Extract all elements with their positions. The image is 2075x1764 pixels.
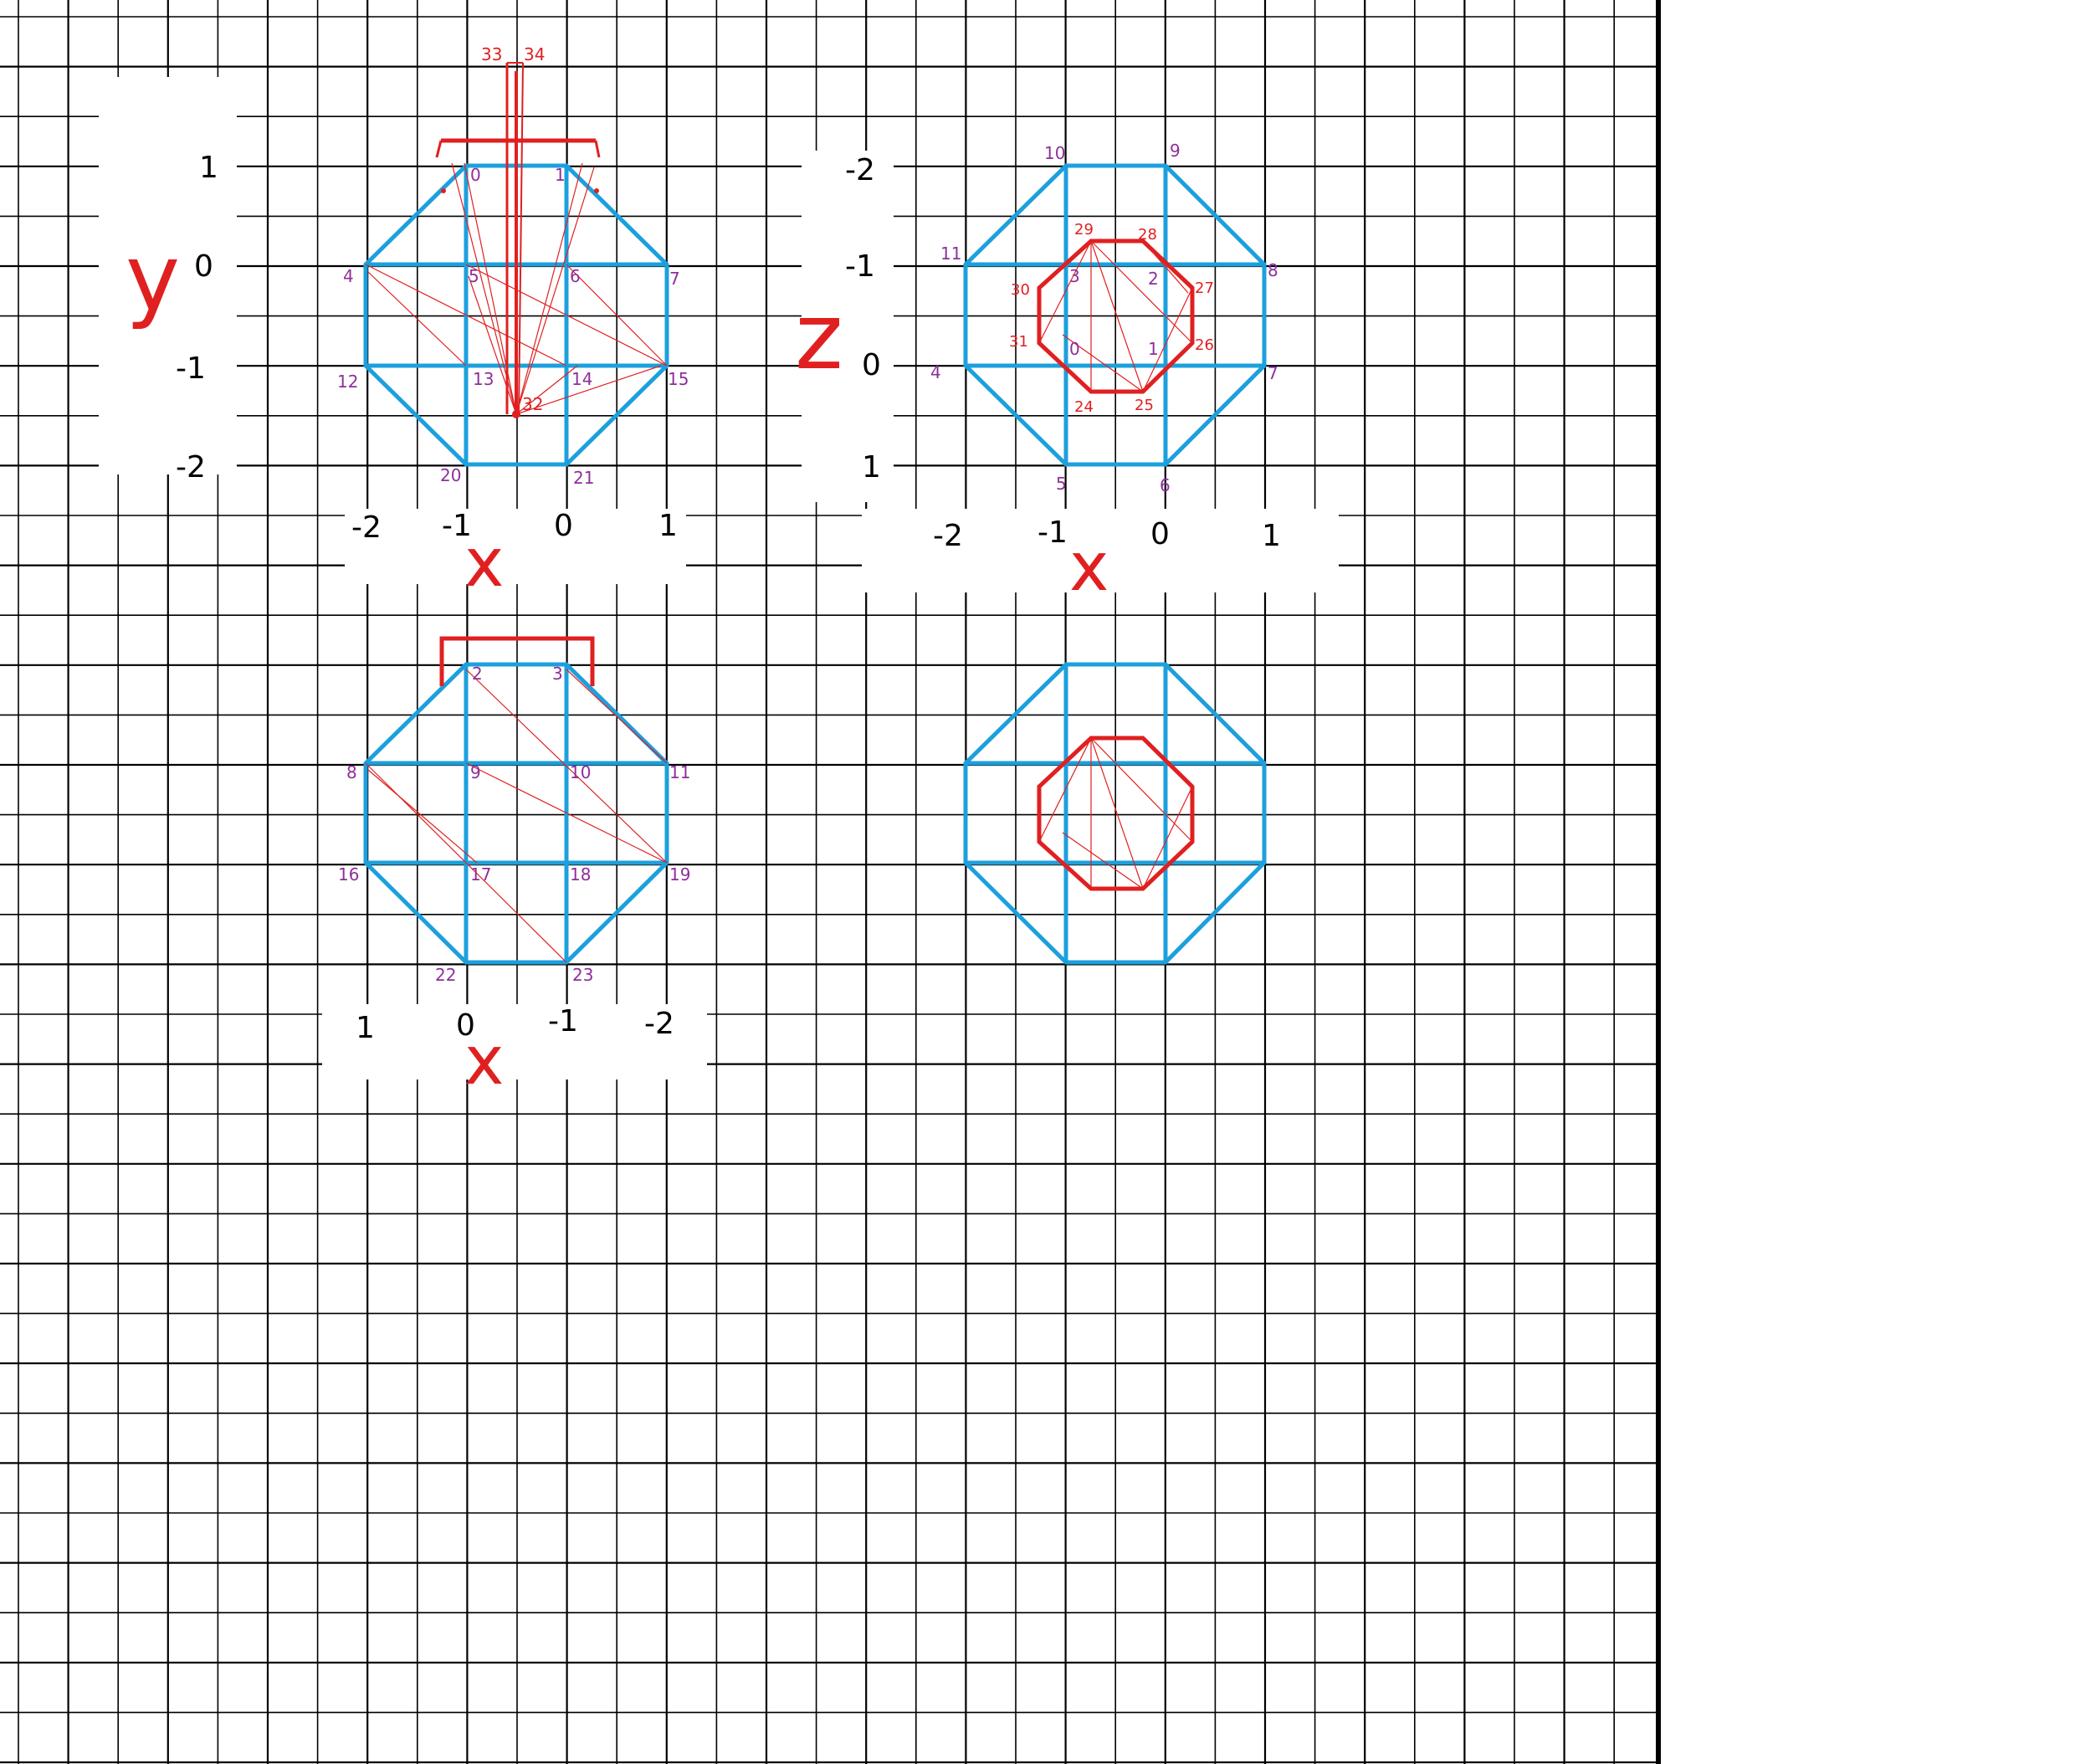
x-tick: 0 bbox=[456, 1008, 475, 1043]
vertex-label: 6 bbox=[570, 266, 581, 286]
vertex-label: 7 bbox=[669, 269, 680, 289]
red-label: 28 bbox=[1138, 226, 1157, 244]
vertex-label: 19 bbox=[669, 864, 690, 885]
vertex-label: 3 bbox=[552, 664, 563, 684]
red-construction bbox=[365, 636, 668, 963]
x-tick: -1 bbox=[548, 1004, 578, 1038]
vertex-label: 12 bbox=[337, 372, 358, 392]
y-tick: -1 bbox=[176, 351, 206, 386]
red-label: 32 bbox=[522, 394, 543, 414]
x-tick: -2 bbox=[351, 510, 382, 545]
red-label: 29 bbox=[1074, 221, 1094, 238]
vertex-labels: 2 3 8 9 10 11 16 17 18 19 22 23 bbox=[338, 664, 690, 985]
vertex-label: 6 bbox=[1160, 475, 1171, 495]
octagon-blue bbox=[963, 163, 1267, 467]
vertex-label: 2 bbox=[1148, 269, 1159, 289]
vertex-label: 1 bbox=[555, 165, 566, 185]
x-tick: 0 bbox=[1150, 517, 1170, 551]
panel-top-right: 10 9 11 8 4 7 5 6 3 2 0 1 29 28 30 27 31… bbox=[795, 141, 1281, 606]
vertex-labels: 10 9 11 8 4 7 5 6 3 2 0 1 bbox=[930, 141, 1278, 495]
vertex-label: 11 bbox=[669, 762, 690, 782]
axis-labels: 1 0 -1 -2 bbox=[356, 1004, 674, 1045]
x-tick: -2 bbox=[933, 519, 963, 553]
vertex-label: 7 bbox=[1268, 363, 1278, 383]
vertex-label: 14 bbox=[571, 369, 592, 389]
vertex-label: 10 bbox=[570, 762, 591, 782]
vertex-label: 1 bbox=[1148, 339, 1159, 359]
x-tick: 1 bbox=[658, 509, 678, 543]
vertex-label: 8 bbox=[346, 762, 357, 782]
vertex-label: 4 bbox=[343, 266, 354, 286]
red-construction bbox=[365, 62, 668, 418]
y-tick: 1 bbox=[862, 450, 881, 485]
red-label: 26 bbox=[1195, 336, 1214, 354]
vertex-label: 2 bbox=[472, 664, 483, 684]
vertex-label: 9 bbox=[470, 762, 481, 782]
panel-top-left: 0 1 4 5 6 7 12 13 14 15 20 21 33 34 32 1… bbox=[126, 44, 689, 602]
vertex-label: 13 bbox=[473, 369, 494, 389]
vertex-label: 4 bbox=[930, 362, 941, 382]
x-tick: 1 bbox=[356, 1011, 375, 1045]
axis-name-y: y bbox=[126, 224, 180, 331]
vertex-label: 16 bbox=[338, 864, 359, 885]
vertex-label: 18 bbox=[570, 864, 591, 885]
vertex-label: 5 bbox=[469, 266, 479, 286]
axis-name-z: z bbox=[795, 283, 843, 390]
x-tick: -1 bbox=[442, 509, 472, 543]
y-tick: 1 bbox=[199, 151, 218, 185]
red-label: 33 bbox=[481, 44, 502, 64]
vertex-label: 0 bbox=[470, 165, 481, 185]
y-tick: -2 bbox=[845, 153, 875, 187]
vertex-label: 10 bbox=[1044, 143, 1065, 163]
axis-labels: -2 -1 0 1 -2 -1 0 1 bbox=[845, 153, 1281, 553]
vertex-label: 11 bbox=[940, 244, 961, 264]
vertex-label: 3 bbox=[1069, 266, 1080, 286]
red-labels: 33 34 32 bbox=[481, 44, 545, 414]
axis-name-x: x bbox=[464, 524, 504, 602]
red-label: 31 bbox=[1009, 333, 1028, 351]
octagon-blue bbox=[363, 662, 669, 965]
vertex-label: 8 bbox=[1268, 260, 1278, 280]
y-tick: 0 bbox=[194, 249, 213, 284]
vertex-label: 20 bbox=[440, 465, 461, 485]
y-tick: 0 bbox=[862, 348, 881, 382]
vertex-label: 9 bbox=[1170, 141, 1181, 161]
panel-bottom-right bbox=[963, 662, 1267, 965]
y-tick: -1 bbox=[845, 249, 875, 284]
axis-labels: 1 0 -1 -2 -2 -1 0 1 bbox=[176, 151, 678, 545]
panel-bottom-left: 2 3 8 9 10 11 16 17 18 19 22 23 1 0 -1 -… bbox=[338, 636, 690, 1100]
axis-name-x: x bbox=[1069, 528, 1109, 606]
vertex-label: 0 bbox=[1069, 339, 1080, 359]
red-label: 25 bbox=[1135, 397, 1154, 414]
octagon-red-inner bbox=[1037, 238, 1195, 394]
x-tick: 1 bbox=[1262, 519, 1281, 553]
x-tick: 0 bbox=[554, 509, 573, 543]
vertex-label: 22 bbox=[435, 965, 456, 985]
octagon-red-inner bbox=[1037, 736, 1195, 891]
x-tick: -2 bbox=[644, 1007, 674, 1041]
red-label: 27 bbox=[1195, 279, 1214, 297]
vertex-labels: 0 1 4 5 6 7 12 13 14 15 20 21 bbox=[337, 165, 689, 488]
red-label: 24 bbox=[1074, 398, 1094, 416]
octagon-blue bbox=[963, 662, 1267, 965]
red-labels: 29 28 30 27 31 26 24 25 bbox=[1009, 221, 1214, 416]
vertex-label: 21 bbox=[573, 468, 594, 488]
red-label: 34 bbox=[524, 44, 545, 64]
y-tick: -2 bbox=[176, 450, 206, 485]
axis-name-x: x bbox=[464, 1022, 504, 1100]
vertex-label: 5 bbox=[1056, 474, 1067, 494]
vertex-label: 15 bbox=[668, 369, 689, 389]
x-tick: -1 bbox=[1038, 515, 1068, 550]
red-label: 30 bbox=[1011, 281, 1030, 299]
vertex-label: 23 bbox=[572, 965, 593, 985]
label-masks bbox=[99, 77, 1339, 1079]
vertex-label: 17 bbox=[470, 864, 491, 885]
